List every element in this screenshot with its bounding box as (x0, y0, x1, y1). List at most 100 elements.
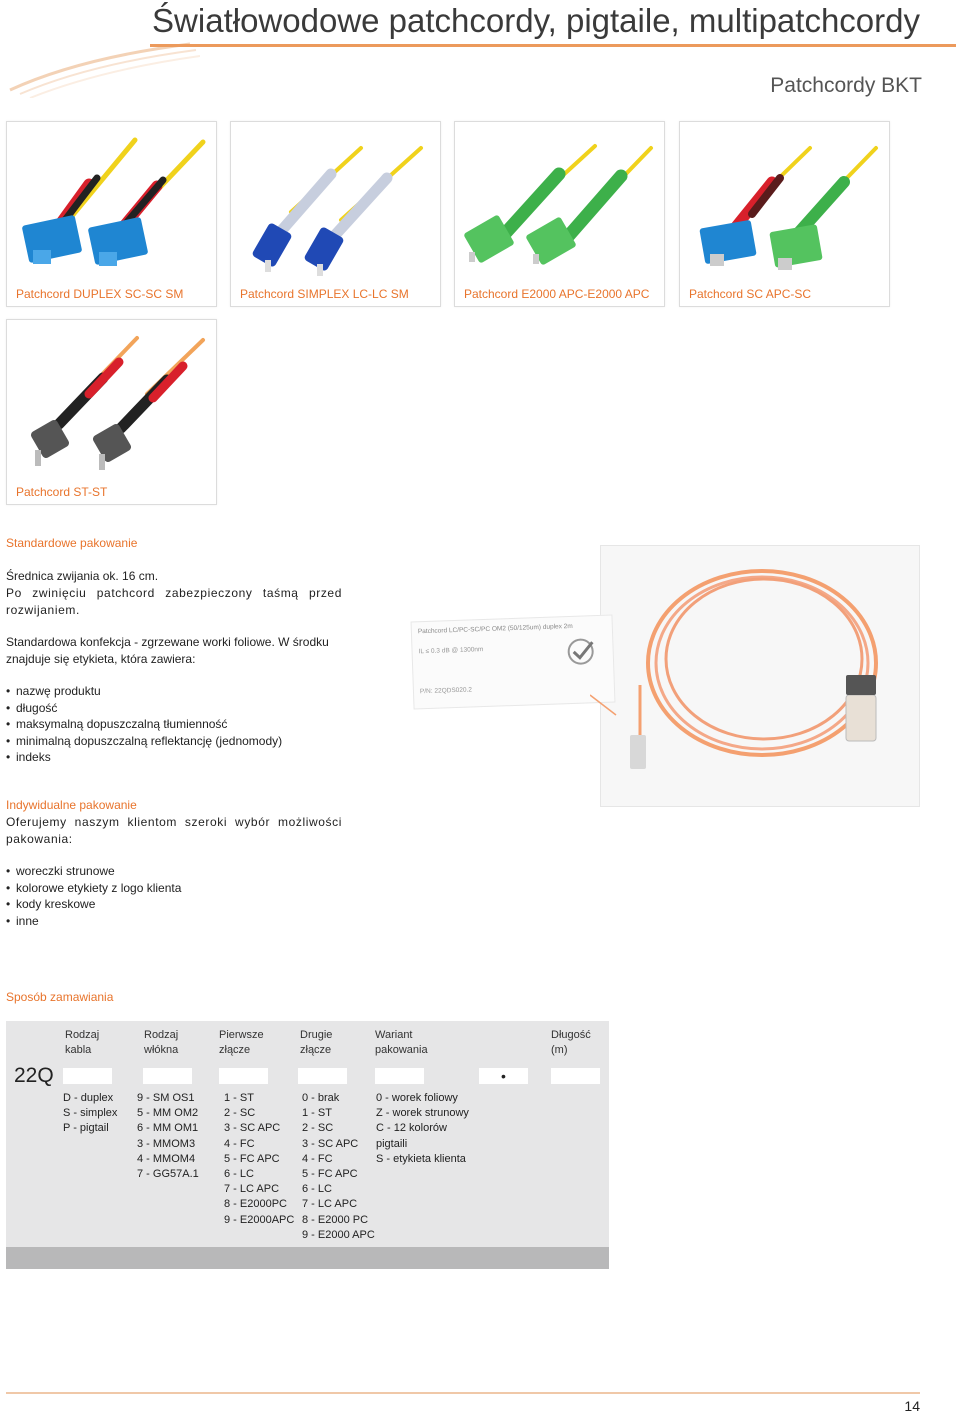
ordering-panel-footer (6, 1247, 609, 1269)
standard-text-3: Standardowa konfekcja - zgrzewane worki … (6, 635, 329, 666)
option-item: 2 - SC (302, 1122, 334, 1135)
option-item: 5 - FC APC (302, 1168, 358, 1181)
product-label: Patchcord DUPLEX SC-SC SM (16, 287, 184, 301)
code-box-separator: • (479, 1068, 528, 1084)
product-label: Patchcord SC APC-SC (689, 287, 812, 301)
option-item: 6 - LC (302, 1183, 332, 1196)
section-subtitle: Patchcordy BKT (770, 74, 922, 97)
list-item: woreczki strunowe (6, 863, 342, 880)
list-item: minimalną dopuszczalną reflektancję (jed… (6, 733, 342, 750)
product-card: Patchcord DUPLEX SC-SC SM (6, 121, 217, 307)
option-item: 4 - FC (224, 1137, 255, 1150)
product-card: Patchcord SC APC-SC (679, 121, 890, 307)
code-box-first-connector (219, 1068, 268, 1084)
page-number: 14 (904, 1398, 920, 1414)
option-item: 5 - FC APC (224, 1152, 280, 1165)
option-item: 6 - LC (224, 1168, 254, 1181)
option-item: 7 - LC APC (224, 1183, 280, 1196)
code-box-cable-type (63, 1068, 112, 1084)
option-item: 1 - ST (224, 1092, 254, 1104)
column-header: Długość(m) (551, 1029, 591, 1056)
option-item: 8 - E2000 PC (302, 1213, 369, 1226)
option-item: D - duplex (63, 1092, 114, 1104)
sticker-line: P/N: 22QDS020.2 (419, 686, 473, 696)
list-item: kody kreskowe (6, 896, 342, 913)
simplex-lc-connector-icon (252, 146, 423, 276)
list-item: kolorowe etykiety z logo klienta (6, 880, 342, 897)
options-fiber-type: 9 - SM OS1 5 - MM OM2 6 - MM OM1 3 - MMO… (137, 1091, 199, 1182)
list-item: długość (6, 700, 342, 717)
ordering-panel (6, 1021, 609, 1269)
option-item: Z - worek strunowy (376, 1107, 469, 1120)
option-item: 4 - FC (302, 1152, 333, 1165)
standard-packaging-heading: Standardowe pakowanie (6, 536, 138, 550)
coiled-fiber-cable-icon (590, 569, 878, 769)
code-box-packaging (375, 1068, 424, 1084)
option-item: S - simplex (63, 1107, 118, 1120)
option-item: S - etykieta klienta (376, 1152, 466, 1165)
st-connector-icon (30, 336, 205, 470)
individual-options-list: woreczki strunowe kolorowe etykiety z lo… (6, 863, 342, 929)
option-item: 3 - SC APC (224, 1122, 281, 1135)
option-item: 0 - worek foliowy (376, 1092, 458, 1104)
product-card: Patchcord ST-ST (6, 319, 217, 505)
option-item: 1 - ST (302, 1107, 332, 1120)
option-item: 6 - MM OM1 (137, 1122, 199, 1135)
list-item: maksymalną dopuszczalną tłumienność (6, 716, 342, 733)
options-first-connector: 1 - ST 2 - SC 3 - SC APC 4 - FC 5 - FC A… (224, 1091, 294, 1228)
standard-text-2: Po zwinięciu patchcord zabezpieczony taś… (6, 586, 342, 617)
product-label: Patchcord ST-ST (16, 485, 108, 499)
option-item: 9 - E2000APC (224, 1213, 295, 1226)
option-item: 5 - MM OM2 (137, 1107, 199, 1120)
sticker-line: IL ≤ 0.3 dB @ 1300nm (418, 646, 484, 656)
options-cable-type: D - duplex S - simplex P - pigtail (63, 1091, 117, 1137)
option-item: 3 - SC APC (302, 1137, 359, 1150)
order-code-prefix: 22Q (14, 1064, 54, 1087)
option-item: 8 - E2000PC (224, 1198, 287, 1211)
duplex-sc-connector-icon (22, 137, 206, 266)
option-item: pigtaili (376, 1137, 408, 1150)
list-item: indeks (6, 749, 342, 766)
option-item: 4 - MMOM4 (137, 1152, 196, 1165)
product-label-sticker: Patchcord LC/PC-SC/PC OM2 (50/125um) dup… (410, 614, 616, 710)
option-item: 3 - MMOM3 (137, 1137, 196, 1150)
page-title: Światłowodowe patchcordy, pigtaile, mult… (152, 2, 920, 39)
option-item: 9 - E2000 APC (302, 1228, 375, 1241)
code-box-length (551, 1068, 600, 1084)
code-box-fiber-type (143, 1068, 192, 1084)
option-item: 7 - GG57A.1 (137, 1168, 199, 1181)
option-item: 0 - brak (302, 1092, 340, 1104)
product-label: Patchcord SIMPLEX LC-LC SM (240, 287, 409, 301)
individual-text: Oferujemy naszym klientom szeroki wybór … (6, 815, 342, 846)
e2000-connector-icon (464, 144, 653, 265)
option-item: 9 - SM OS1 (137, 1092, 195, 1104)
ordering-heading: Sposób zamawiania (6, 990, 114, 1004)
list-item: inne (6, 913, 342, 930)
standard-text-1: Średnica zwijania ok. 16 cm. (6, 569, 159, 583)
options-packaging: 0 - worek foliowy Z - worek strunowy C -… (376, 1091, 469, 1167)
sticker-line: Patchcord LC/PC-SC/PC OM2 (50/125um) dup… (417, 622, 573, 636)
product-card: Patchcord SIMPLEX LC-LC SM (230, 121, 441, 307)
footer-divider (6, 1392, 920, 1394)
individual-packaging-heading: Indywidualne pakowanie (6, 798, 137, 812)
options-second-connector: 0 - brak 1 - ST 2 - SC 3 - SC APC 4 - FC… (302, 1091, 375, 1243)
header-divider (150, 44, 956, 47)
sc-apc-connector-icon (699, 146, 878, 270)
option-item: 2 - SC (224, 1107, 256, 1120)
product-label: Patchcord E2000 APC-E2000 APC (464, 287, 650, 301)
option-item: P - pigtail (63, 1122, 109, 1135)
code-box-second-connector (298, 1068, 347, 1084)
list-item: nazwę produktu (6, 683, 342, 700)
product-card: Patchcord E2000 APC-E2000 APC (454, 121, 665, 307)
standard-label-list: nazwę produktu długość maksymalną dopusz… (6, 683, 342, 766)
separator-dot: • (501, 1068, 506, 1084)
decorative-swoosh (9, 42, 200, 98)
checkmark-seal-icon (567, 638, 594, 665)
option-item: C - 12 kolorów (376, 1122, 447, 1135)
option-item: 7 - LC APC (302, 1198, 358, 1211)
